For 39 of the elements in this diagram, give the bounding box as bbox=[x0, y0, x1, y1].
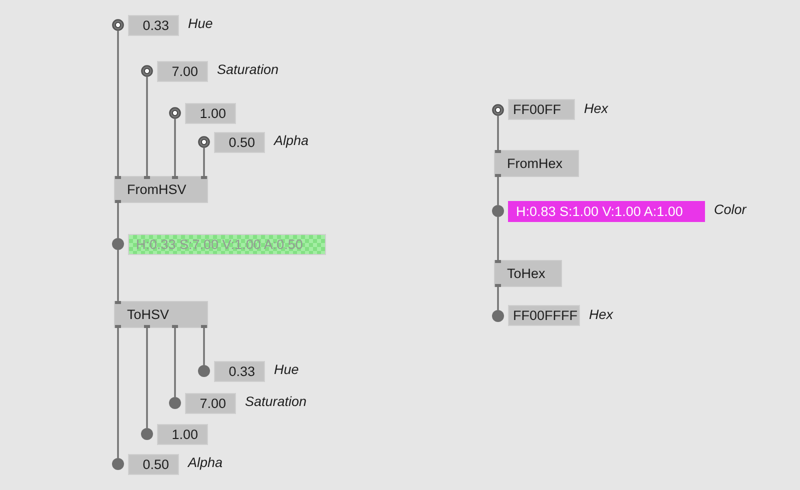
process-box: ToHSV bbox=[114, 301, 208, 328]
value-field: FF00FFFF bbox=[508, 305, 580, 326]
value-label: Hue bbox=[274, 362, 299, 378]
connector-line bbox=[497, 217, 499, 260]
process-box: FromHex bbox=[494, 150, 579, 177]
value-field: 1.00 bbox=[185, 103, 236, 124]
connector-line bbox=[497, 287, 499, 310]
connector-line bbox=[174, 119, 176, 176]
value-label: Alpha bbox=[274, 133, 309, 149]
value-field: 0.50 bbox=[128, 454, 179, 475]
color-value-field: H:0.83 S:1.00 V:1.00 A:1.00 bbox=[508, 201, 705, 222]
value-field: 7.00 bbox=[185, 393, 236, 414]
connector-line bbox=[117, 328, 119, 458]
value-field: 0.33 bbox=[128, 15, 179, 36]
value-label: Color bbox=[714, 202, 746, 218]
connector-line bbox=[146, 77, 148, 176]
connector-line bbox=[117, 203, 119, 238]
connector-line bbox=[203, 328, 205, 365]
color-value-field: H:0.33 S:7.00 V:1.00 A:0.50 bbox=[128, 234, 326, 255]
value-label: Hue bbox=[188, 16, 213, 32]
connector-line bbox=[117, 250, 119, 301]
value-label: Hex bbox=[584, 101, 608, 117]
connector-line bbox=[497, 116, 499, 150]
value-label: Alpha bbox=[188, 455, 223, 471]
connector-line bbox=[497, 177, 499, 205]
connector-line bbox=[146, 328, 148, 428]
value-label: Saturation bbox=[245, 394, 307, 410]
connector-line bbox=[117, 31, 119, 176]
process-box: ToHex bbox=[494, 260, 562, 287]
value-label: Saturation bbox=[217, 62, 279, 78]
value-field: 7.00 bbox=[157, 61, 208, 82]
value-field: 0.33 bbox=[214, 361, 265, 382]
value-field: 1.00 bbox=[157, 424, 208, 445]
value-field: 0.50 bbox=[214, 132, 265, 153]
connector-line bbox=[203, 148, 205, 176]
value-field: FF00FF bbox=[508, 99, 575, 120]
process-box: FromHSV bbox=[114, 176, 208, 203]
value-label: Hex bbox=[589, 307, 614, 323]
connector-line bbox=[174, 328, 176, 397]
